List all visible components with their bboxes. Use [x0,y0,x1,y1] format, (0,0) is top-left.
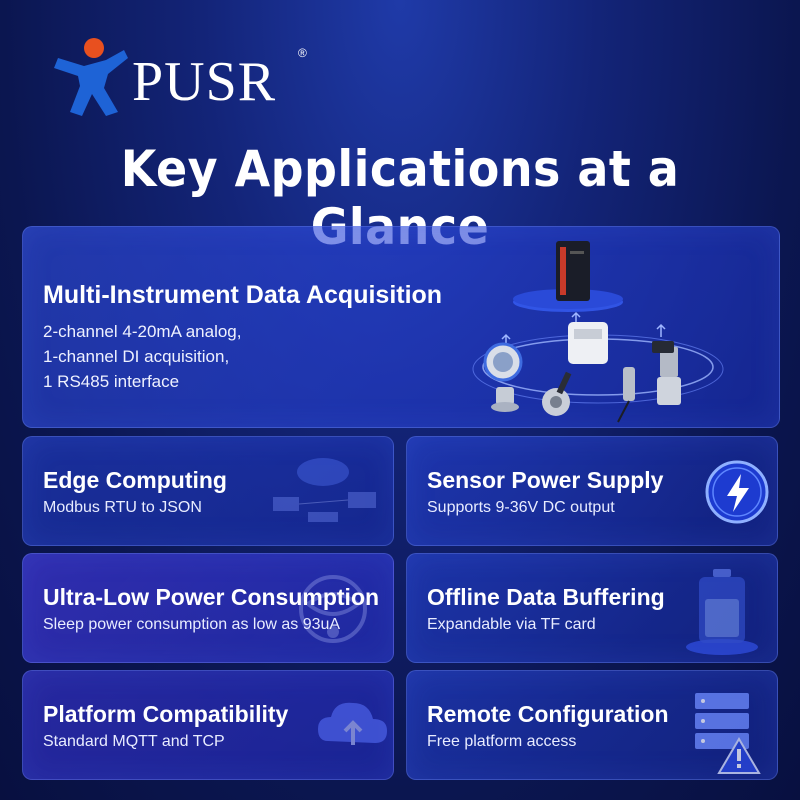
pusr-logo: PUSR ® [48,36,318,118]
feature-description: 2-channel 4-20mA analog, 1-channel DI ac… [43,319,241,394]
card-title: Platform Compatibility [43,701,289,727]
feature-line: 1-channel DI acquisition, [43,347,230,366]
lightning-icon [705,460,769,524]
card-offline-data-buffering: Offline Data Buffering Expandable via TF… [406,553,778,663]
card-title: Remote Configuration [427,701,669,727]
feature-title: Multi-Instrument Data Acquisition [43,281,443,309]
card-subtitle: Expandable via TF card [427,616,596,633]
card-sensor-power-supply: Sensor Power Supply Supports 9-36V DC ou… [406,436,778,546]
card-subtitle: Free platform access [427,733,577,750]
card-title: Sensor Power Supply [427,467,664,493]
battery-storage-icon [686,569,758,655]
brand-name: PUSR [132,51,277,113]
registered-mark: ® [298,46,307,60]
card-platform-compatibility: Platform Compatibility Standard MQTT and… [22,670,394,780]
card-subtitle: Supports 9-36V DC output [427,499,615,516]
card-title: Offline Data Buffering [427,584,665,610]
feature-line: 2-channel 4-20mA analog, [43,322,242,341]
card-subtitle: Standard MQTT and TCP [43,733,225,750]
card-remote-configuration: Remote Configuration Free platform acces… [406,670,778,780]
card-subtitle: Modbus RTU to JSON [43,499,202,516]
pusr-figure-icon [54,38,128,116]
server-warning-icon [695,693,761,774]
network-logo-icon [299,575,367,643]
card-title: Edge Computing [43,467,227,493]
card-title: Ultra-Low Power Consumption [43,584,380,610]
gateway-and-sensors-illustration [472,241,724,423]
cloud-upload-icon [318,702,387,745]
edge-computing-icon [273,458,376,522]
feature-card-multi-instrument: Multi-Instrument Data Acquisition 2-chan… [22,226,780,428]
card-edge-computing: Edge Computing Modbus RTU to JSON [22,436,394,546]
card-ultra-low-power: Ultra-Low Power Consumption Sleep power … [22,553,394,663]
card-subtitle: Sleep power consumption as low as 93uA [43,616,341,633]
feature-line: 1 RS485 interface [43,372,180,391]
